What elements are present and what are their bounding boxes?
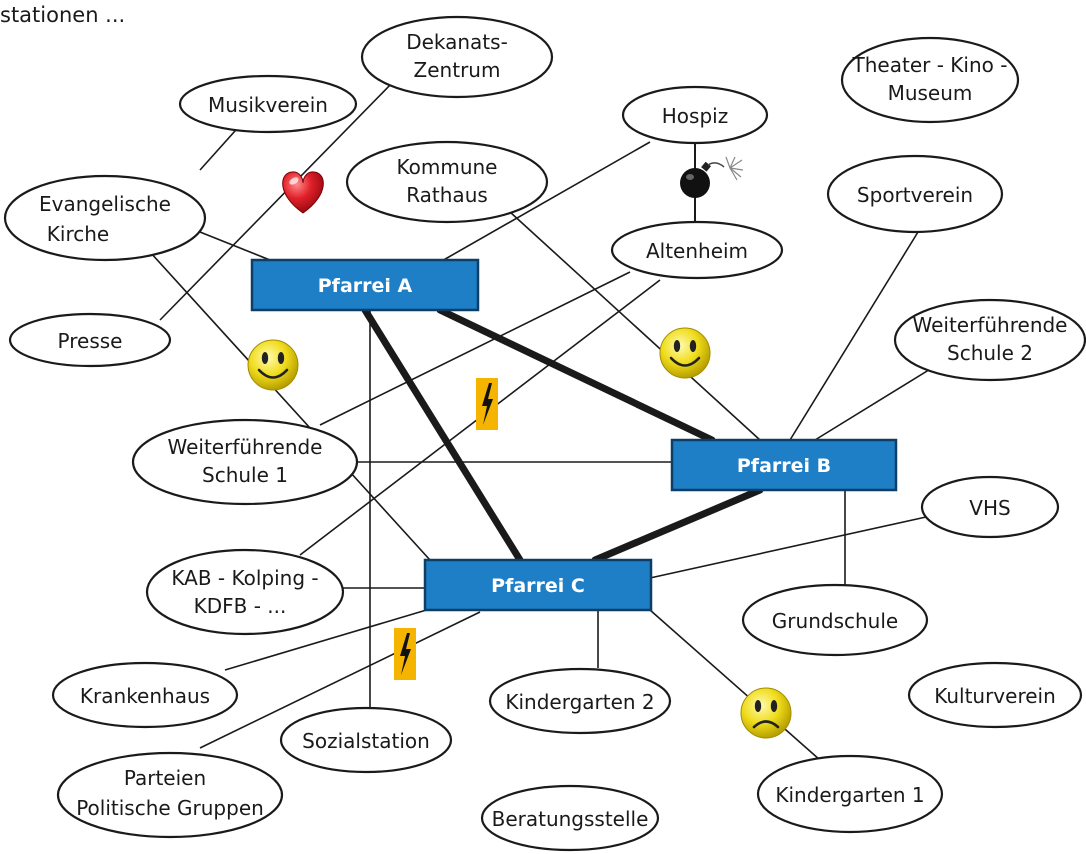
node-presse-label: Presse [58,329,123,353]
node-musikverein: Musikverein [178,74,358,134]
node-kab-kolping-kdfb: KAB - Kolping - KDFB - ... [145,548,345,636]
node-krankenhaus: Krankenhaus [51,661,239,729]
bomb-icon [680,143,744,222]
node-presse: Presse [8,312,172,368]
smiley-happy-icon [659,327,711,379]
node-theater-kino-museum-line-1: Theater - Kino - [852,53,1008,77]
node-parteien-politische-gruppen-line-2: Politische Gruppen [76,796,264,820]
heart-icon [282,171,324,214]
edge-sportverein-pfarrei-b [789,231,919,441]
node-evangelische-kirche-line-2: Kirche [47,222,109,246]
node-kab-kolping-kdfb-line-1: KAB - Kolping - [171,566,318,590]
node-weiterfuehrende-schule-2: Weiterführende Schule 2 [893,298,1086,382]
node-kommune-rathaus-line-1: Kommune [397,155,498,179]
node-weiterfuehrende-schule-1: Weiterführende Schule 1 [131,418,359,506]
node-weiterfuehrende-schule-2-line-1: Weiterführende [913,313,1068,337]
node-parteien-politische-gruppen-line-1: Parteien [124,766,206,790]
node-kab-kolping-kdfb-line-2: KDFB - ... [194,594,287,618]
node-vhs: VHS [920,475,1060,539]
hub-pfarrei-b-label: Pfarrei B [737,455,831,477]
node-grundschule-label: Grundschule [772,609,898,633]
node-kulturverein: Kulturverein [907,661,1083,729]
edge-evangelische-pfarrei-a [199,231,276,263]
node-kindergarten-1: Kindergarten 1 [756,754,944,834]
top-caption: stationen ... [0,3,125,27]
edge-pfarrei-a-pfarrei-b [436,306,716,444]
node-kindergarten-1-label: Kindergarten 1 [775,783,924,807]
hub-pfarrei-c: Pfarrei C [423,558,653,612]
node-beratungsstelle: Beratungsstelle [480,784,660,852]
node-altenheim: Altenheim [610,220,784,280]
edge-parteien-pfarrei-c [199,611,481,749]
node-kulturverein-label: Kulturverein [934,684,1056,708]
node-dekanats-zentrum: Dekanats- Zentrum [360,15,554,99]
smiley-happy-icon [247,339,299,391]
lightning-icon [394,628,416,680]
node-musikverein-label: Musikverein [208,93,328,117]
hub-pfarrei-c-label: Pfarrei C [491,575,585,597]
smiley-sad-icon [740,687,792,739]
node-vhs-label: VHS [969,496,1010,520]
edge-krankenhaus-pfarrei-c [224,599,461,671]
node-theater-kino-museum-line-2: Museum [888,81,973,105]
node-beratungsstelle-label: Beratungsstelle [492,807,649,831]
edge-schule-2-pfarrei-b [814,359,946,441]
parish-connections [361,306,764,564]
node-evangelische-kirche: Evangelische Kirche [3,174,207,262]
edge-pfarrei-b-pfarrei-c [591,486,764,564]
hub-pfarrei-a: Pfarrei A [250,258,480,312]
edge-rathaus-pfarrei-b [509,211,761,441]
node-dekanats-zentrum-line-1: Dekanats- [406,30,508,54]
hub-pfarrei-a-label: Pfarrei A [318,275,413,297]
edge-evangelische-pfarrei-c [149,251,431,561]
node-kommune-rathaus: Kommune Rathaus [345,140,549,224]
node-weiterfuehrende-schule-1-line-2: Schule 1 [202,463,288,487]
hub-pfarrei-b: Pfarrei B [670,438,898,492]
node-altenheim-label: Altenheim [646,239,748,263]
node-sozialstation-label: Sozialstation [302,729,430,753]
lightning-icon [476,378,498,430]
node-theater-kino-museum: Theater - Kino - Museum [840,36,1020,124]
node-weiterfuehrende-schule-2-line-2: Schule 2 [947,341,1033,365]
node-sportverein: Sportverein [826,154,1004,234]
node-dekanats-zentrum-line-2: Zentrum [414,58,501,82]
connections [149,79,946,761]
node-krankenhaus-label: Krankenhaus [80,684,210,708]
node-kindergarten-2: Kindergarten 2 [488,667,672,735]
node-parteien-politische-gruppen: Parteien Politische Gruppen [56,751,284,839]
node-kindergarten-2-label: Kindergarten 2 [505,690,654,714]
node-sportverein-label: Sportverein [857,183,973,207]
node-hospiz: Hospiz [621,85,769,145]
edge-pfarrei-a-pfarrei-c [361,306,524,564]
node-grundschule: Grundschule [741,583,929,657]
edge-dekanat-presse [159,79,396,321]
edge-altenheim-schule-1 [319,271,631,426]
edge-pfarrei-c-kindergarten-1 [649,609,821,761]
edge-pfarrei-c-vhs [649,514,936,579]
edge-pfarrei-a-hospiz [439,141,651,263]
node-weiterfuehrende-schule-1-line-1: Weiterführende [168,435,323,459]
node-hospiz-label: Hospiz [662,104,728,128]
node-kommune-rathaus-line-2: Rathaus [406,183,488,207]
node-evangelische-kirche-line-1: Evangelische [39,192,171,216]
node-sozialstation: Sozialstation [279,706,453,774]
